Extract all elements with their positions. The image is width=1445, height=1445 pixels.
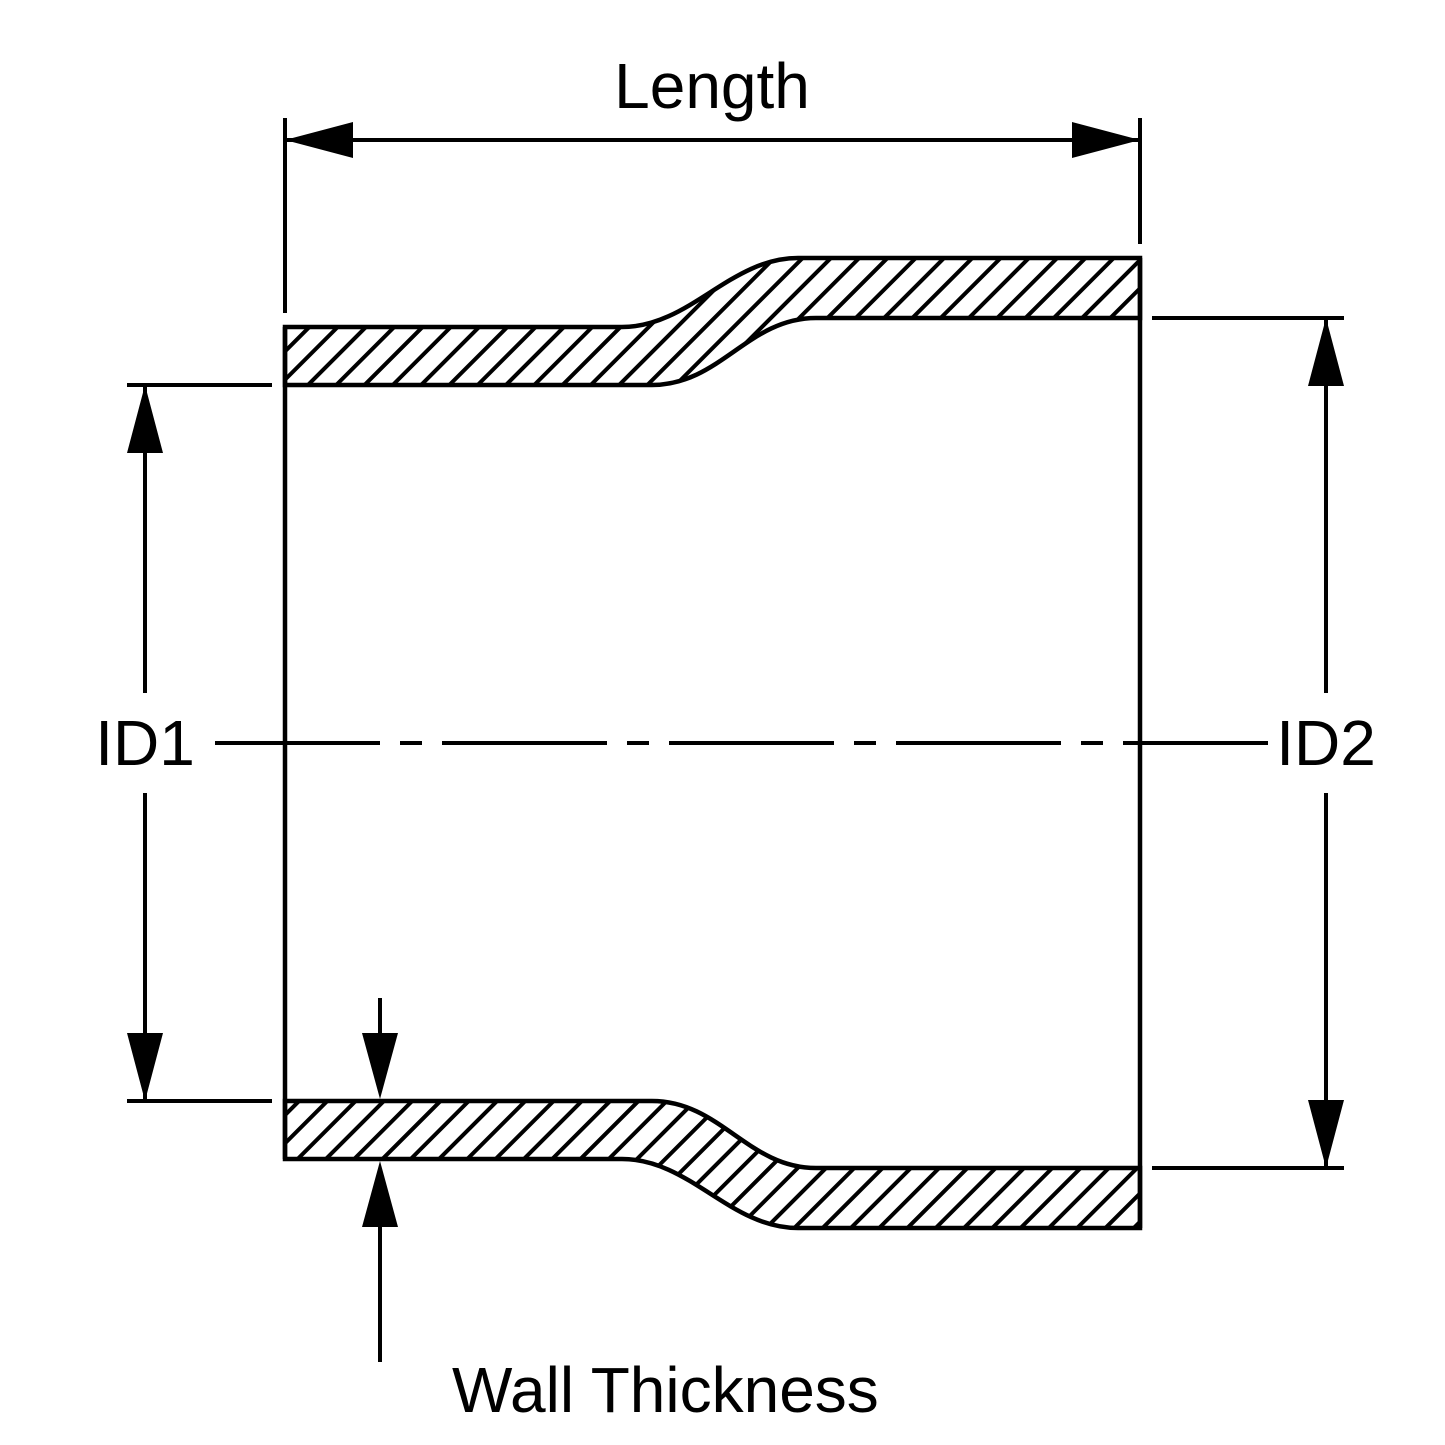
id2-arrow-up-icon xyxy=(1308,318,1344,386)
id2-dimension xyxy=(1152,316,1344,1170)
wall-thickness-arrow-down-icon xyxy=(362,1033,398,1099)
id2-arrow-down-icon xyxy=(1308,1100,1344,1168)
id1-dimension xyxy=(127,383,272,1103)
wall-thickness-callout xyxy=(362,998,398,1362)
id1-arrow-down-icon xyxy=(127,1033,163,1101)
wall-thickness-label: Wall Thickness xyxy=(452,1354,879,1426)
length-label: Length xyxy=(614,50,810,122)
length-arrow-right-icon xyxy=(1072,122,1140,158)
bottom-wall-section xyxy=(282,1098,1143,1231)
id1-label: ID1 xyxy=(95,707,195,779)
length-dimension xyxy=(283,118,1142,313)
top-wall-section xyxy=(282,255,1143,388)
wall-thickness-arrow-up-icon xyxy=(362,1161,398,1227)
length-arrow-left-icon xyxy=(285,122,353,158)
id2-label: ID2 xyxy=(1276,707,1376,779)
id1-arrow-up-icon xyxy=(127,385,163,453)
